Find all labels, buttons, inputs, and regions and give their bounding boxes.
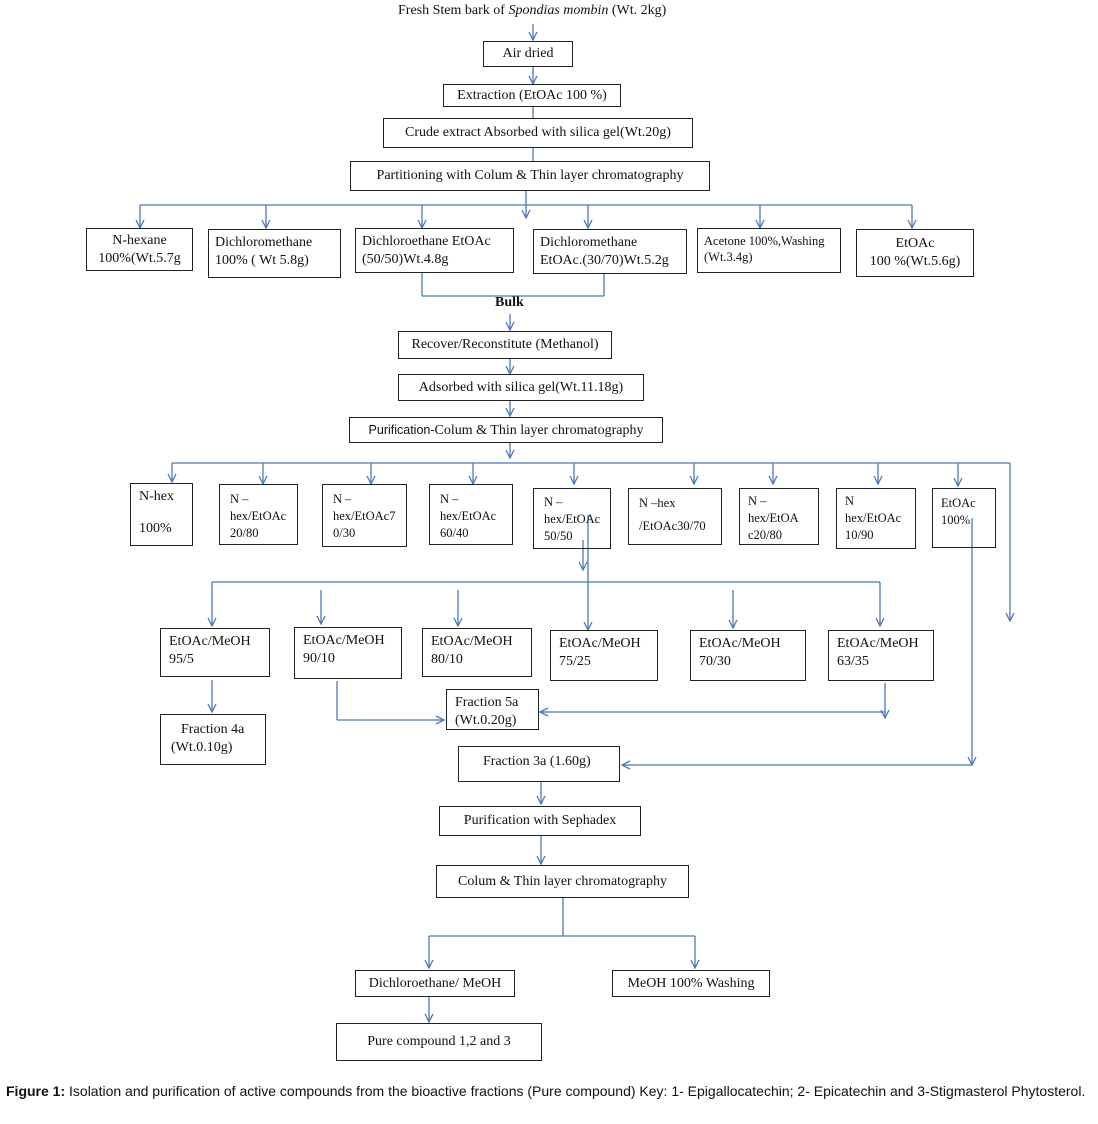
fraction-acetone: Acetone 100%,Washing(Wt.3.4g) <box>697 228 841 273</box>
pure-compound-result: Pure compound 1,2 and 3 <box>336 1023 542 1061</box>
crude-extract-step: Crude extract Absorbed with silica gel(W… <box>383 118 693 148</box>
source-material-title: Fresh Stem bark of Spondias mombin (Wt. … <box>398 3 667 18</box>
fraction2-nhex-etoac-3070: N –hex/EtOAc30/70 <box>628 488 722 545</box>
colum-tlc-step: Colum & Thin layer chromatography <box>436 865 689 898</box>
figure-caption: Figure 1: Isolation and purification of … <box>6 1083 1096 1100</box>
purification-step: Purification-Colum & Thin layer chromato… <box>349 417 663 443</box>
dichloroethane-meoh-step: Dichloroethane/ MeOH <box>355 970 515 997</box>
fraction-dichloroethane-etoac: Dichloroethane EtOAc(50/50)Wt.4.8g <box>355 228 514 273</box>
partitioning-step: Partitioning with Colum & Thin layer chr… <box>350 161 710 191</box>
fraction-4a: Fraction 4a(Wt.0.10g) <box>160 714 266 765</box>
caption-text: Isolation and purification of active com… <box>65 1083 1086 1099</box>
figure-label: Figure 1: <box>6 1083 66 1099</box>
recover-step: Recover/Reconstitute (Methanol) <box>398 331 612 359</box>
fraction-5a: Fraction 5a(Wt.0.20g) <box>446 689 539 730</box>
fraction-3a: Fraction 3a (1.60g) <box>458 746 620 782</box>
meoh-washing-step: MeOH 100% Washing <box>612 970 770 997</box>
sephadex-step: Purification with Sephadex <box>439 806 641 836</box>
bulk-label: Bulk <box>495 295 524 310</box>
extraction-step: Extraction (EtOAc 100 %) <box>443 84 621 107</box>
adsorbed-step: Adsorbed with silica gel(Wt.11.18g) <box>398 374 644 401</box>
air-dried-step: Air dried <box>483 41 573 67</box>
